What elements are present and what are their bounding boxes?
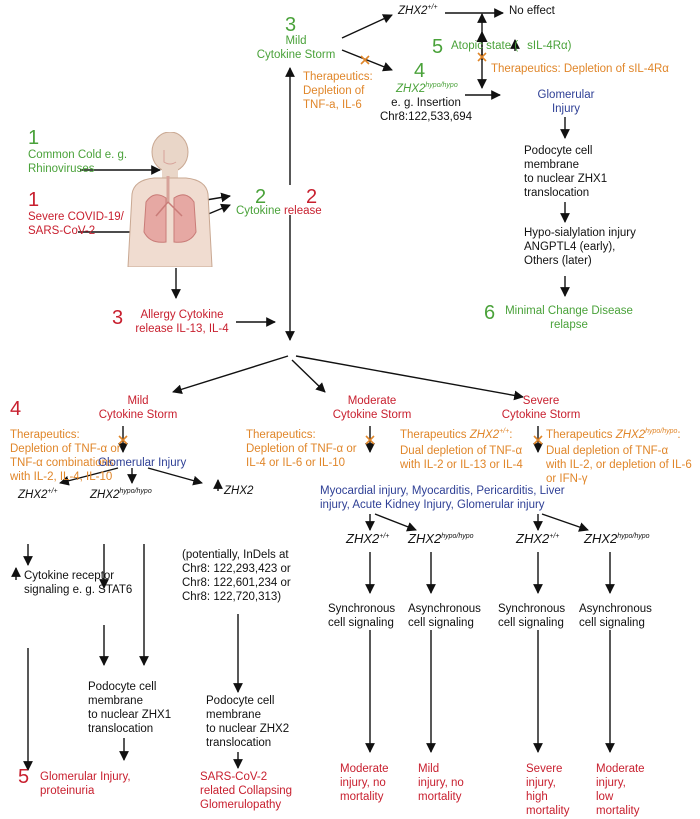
arrow (341, 49, 393, 72)
step-number: 3 (285, 14, 297, 36)
step-number: 6 (484, 302, 496, 324)
severe-therapeutics-hypo-label: Therapeutics ZHX2hypo/hypo: Dual depleti… (546, 428, 692, 485)
mild-cytokine-storm-label: Mild Cytokine Storm (256, 35, 336, 61)
arrow (172, 355, 289, 395)
arrow (295, 355, 524, 401)
moderate-outcome-2: Mild injury, no mortality (418, 763, 464, 803)
indels-label: (potentially, InDels at Chr8: 122,293,42… (182, 549, 291, 603)
arrow (374, 513, 417, 532)
step-number: 1 (28, 189, 40, 211)
zhx2-hypo-label: ZHX2hypo/hypo (408, 531, 474, 546)
zhx2-hypo-label: ZHX2hypo/hypo (90, 488, 152, 501)
arrow (205, 203, 231, 216)
asynchronous-signaling-label: Asynchronous cell signaling (579, 603, 652, 629)
insertion-label: e. g. Insertion Chr8:122,533,694 (379, 97, 473, 123)
step-number: 2 (255, 186, 267, 208)
moderate-outcome-1: Moderate injury, no mortality (340, 763, 389, 803)
step-number: 4 (10, 398, 22, 420)
human-lungs-figure (127, 132, 213, 267)
cytokine-release-label: Cytokine release (236, 205, 322, 217)
synchronous-signaling-label: Synchronous cell signaling (328, 603, 396, 629)
arrow (205, 192, 231, 203)
step-number: 2 (306, 186, 318, 208)
common-cold-label: Common Cold e. g. Rhinoviruses (28, 149, 128, 175)
minimal-change-disease-label: Minimal Change Disease relapse (505, 305, 633, 331)
mild-therapeutics-label: Therapeutics: Depletion of TNF-α or TNF-… (10, 429, 121, 483)
zhx2-hypo-label: ZHX2hypo/hypo (584, 531, 650, 546)
podocyte-zhx1-label: Podocyte cell membrane to nuclear ZHX1 t… (88, 681, 172, 735)
glomerular-injury-label: Glomerular Injury (537, 89, 595, 115)
zhx2-hypo-label: ZHX2hypo/hypo (396, 82, 458, 95)
arrow (341, 14, 393, 39)
arrow (291, 359, 326, 393)
arrow (147, 467, 203, 486)
therapeutics-sil4ra-label: Therapeutics: Depletion of sIL-4Rα (491, 63, 669, 75)
organ-injury-label: Myocardial injury, Myocarditis, Pericard… (320, 485, 565, 511)
zhx2-wt-label: ZHX2+/+ (516, 531, 560, 546)
synchronous-signaling-label: Synchronous cell signaling (498, 603, 566, 629)
collapsing-glomerulopathy-label: SARS-CoV-2 related Collapsing Glomerulop… (200, 771, 293, 811)
zhx2-up-label: ZHX2 (224, 485, 254, 497)
step-number: 5 (18, 766, 30, 788)
step-number: 5 (432, 36, 444, 58)
mild-storm-title: Mild Cytokine Storm (98, 395, 178, 421)
step-number: 3 (112, 307, 124, 329)
podocyte-zhx1-label: Podocyte cell membrane to nuclear ZHX1 t… (524, 145, 608, 199)
podocyte-zhx2-label: Podocyte cell membrane to nuclear ZHX2 t… (206, 695, 290, 749)
atopic-state-label: Atopic state (sIL-4Rα) (451, 40, 572, 52)
moderate-therapeutics-label: Therapeutics: Depletion of TNF-α or IL-4… (246, 429, 357, 469)
severe-outcome-2: Moderate injury, low mortality (596, 763, 645, 817)
severe-therapeutics-wt-label: Therapeutics ZHX2+/+: Dual depletion of … (400, 428, 523, 471)
no-effect-label: No effect (509, 5, 555, 17)
moderate-storm-title: Moderate Cytokine Storm (332, 395, 412, 421)
severe-storm-title: Severe Cytokine Storm (501, 395, 581, 421)
mild-glomerular-injury: Glomerular Injury (98, 457, 187, 469)
cytokine-receptor-label: Cytokine receptor signaling e. g. STAT6 (24, 570, 133, 596)
severe-covid-label: Severe COVID-19/ SARS-CoV-2 (28, 211, 124, 237)
allergy-cytokine-label: Allergy Cytokine release IL-13, IL-4 (135, 309, 229, 335)
arrow (59, 467, 119, 486)
zhx2-wt-label: ZHX2+/+ (398, 4, 438, 17)
therapeutics-tnf-il6-label: Therapeutics: Depletion of TNF-a, IL-6 (303, 71, 373, 111)
zhx2-wt-label: ZHX2+/+ (346, 531, 390, 546)
hypo-sialylation-label: Hypo-sialylation injury ANGPTL4 (early),… (524, 227, 636, 267)
step-number: 4 (414, 60, 426, 82)
arrow (541, 513, 589, 532)
severe-outcome-1: Severe injury, high mortality (526, 763, 570, 817)
zhx2-wt-label: ZHX2+/+ (18, 488, 58, 501)
step-number: 1 (28, 127, 40, 149)
glomerular-proteinuria-label: Glomerular Injury, proteinuria (40, 771, 131, 797)
inhibition-marks (118, 52, 543, 445)
asynchronous-signaling-label: Asynchronous cell signaling (408, 603, 481, 629)
